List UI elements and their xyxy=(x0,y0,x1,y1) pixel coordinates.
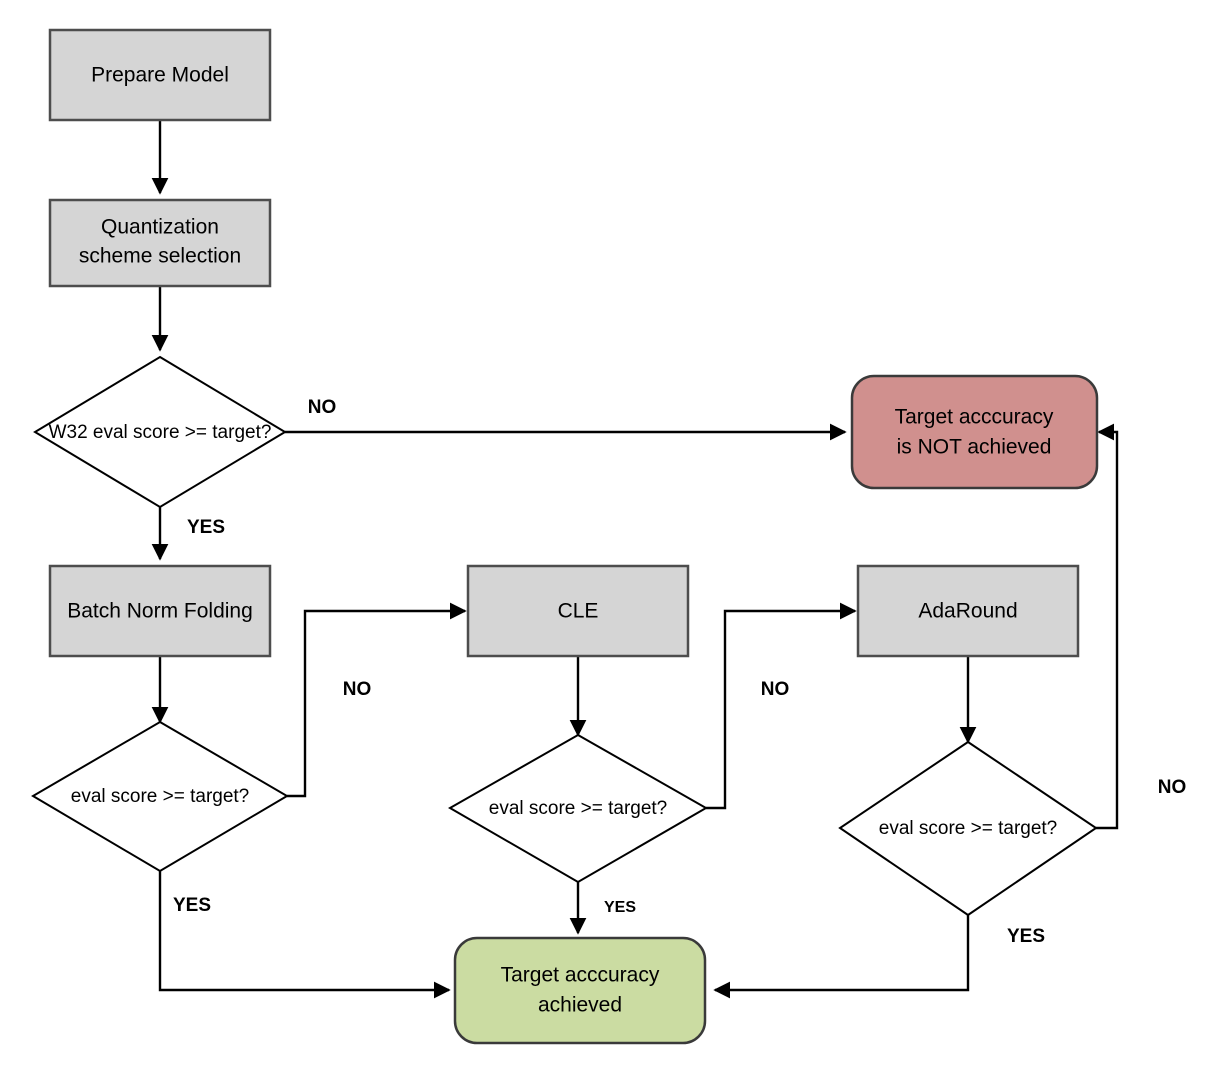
edge-label-adaround-no: NO xyxy=(1158,777,1187,798)
target-not-achieved-box[interactable] xyxy=(850,374,1099,490)
node-batch-norm-folding[interactable]: Batch Norm Folding xyxy=(48,564,272,658)
decision-w32-label: W32 eval score >= target? xyxy=(49,422,272,443)
target-achieved-label-line2: achieved xyxy=(538,994,622,1017)
cle-label: CLE xyxy=(558,600,599,623)
quant-scheme-label-line1: Quantization xyxy=(101,216,219,239)
node-decision-bnf-eval[interactable]: eval score >= target? xyxy=(31,720,289,873)
edge-label-w32-no: NO xyxy=(308,397,337,418)
target-not-achieved-label-line2: is NOT achieved xyxy=(897,436,1052,459)
batch-norm-folding-label: Batch Norm Folding xyxy=(67,600,253,623)
edge-label-cle-no: NO xyxy=(761,679,790,700)
node-decision-cle-eval[interactable]: eval score >= target? xyxy=(447,733,709,884)
node-decision-w32-eval[interactable]: W32 eval score >= target? xyxy=(33,355,287,509)
decision-cle-diamond[interactable] xyxy=(447,733,709,884)
node-decision-adaround-eval[interactable]: eval score >= target? xyxy=(838,740,1098,917)
prepare-model-box[interactable] xyxy=(48,28,272,122)
target-not-achieved-label-line1: Target acccuracy xyxy=(895,406,1054,429)
decision-bnf-diamond[interactable] xyxy=(31,720,289,873)
decision-w32-diamond[interactable] xyxy=(33,355,287,509)
edge-adaround-no-to-fail xyxy=(1096,423,1119,830)
adaround-label: AdaRound xyxy=(918,600,1017,623)
edge-label-adaround-yes: YES xyxy=(1007,926,1045,947)
edge-label-bnf-yes: YES xyxy=(173,895,211,916)
edge-adaround-yes-to-success xyxy=(713,915,970,999)
edge-bnf-yes-to-success xyxy=(158,871,451,999)
edge-label-w32-yes: YES xyxy=(187,517,225,538)
batch-norm-folding-box[interactable] xyxy=(48,564,272,658)
node-prepare-model[interactable]: Prepare Model xyxy=(48,28,272,122)
decision-cle-label: eval score >= target? xyxy=(489,798,668,819)
decision-adaround-label: eval score >= target? xyxy=(879,818,1058,839)
cle-box[interactable] xyxy=(466,564,690,658)
target-achieved-box[interactable] xyxy=(453,936,707,1045)
edge-cle-no-to-adaround xyxy=(706,602,857,810)
node-quantization-scheme-selection[interactable]: Quantization scheme selection xyxy=(48,198,272,288)
decision-bnf-label: eval score >= target? xyxy=(71,786,250,807)
prepare-model-label: Prepare Model xyxy=(91,64,229,87)
quant-scheme-box[interactable] xyxy=(48,198,272,288)
node-target-accuracy-achieved[interactable]: Target acccuracy achieved xyxy=(453,936,707,1045)
node-adaround[interactable]: AdaRound xyxy=(856,564,1080,658)
adaround-box[interactable] xyxy=(856,564,1080,658)
decision-adaround-diamond[interactable] xyxy=(838,740,1098,917)
edge-label-bnf-no: NO xyxy=(343,679,372,700)
target-achieved-label-line1: Target acccuracy xyxy=(501,964,660,987)
edge-label-cle-yes: YES xyxy=(604,899,636,916)
node-target-accuracy-not-achieved[interactable]: Target acccuracy is NOT achieved xyxy=(850,374,1099,490)
node-cle[interactable]: CLE xyxy=(466,564,690,658)
edge-bnf-no-to-cle xyxy=(287,602,467,798)
quant-scheme-label-line2: scheme selection xyxy=(79,245,241,268)
